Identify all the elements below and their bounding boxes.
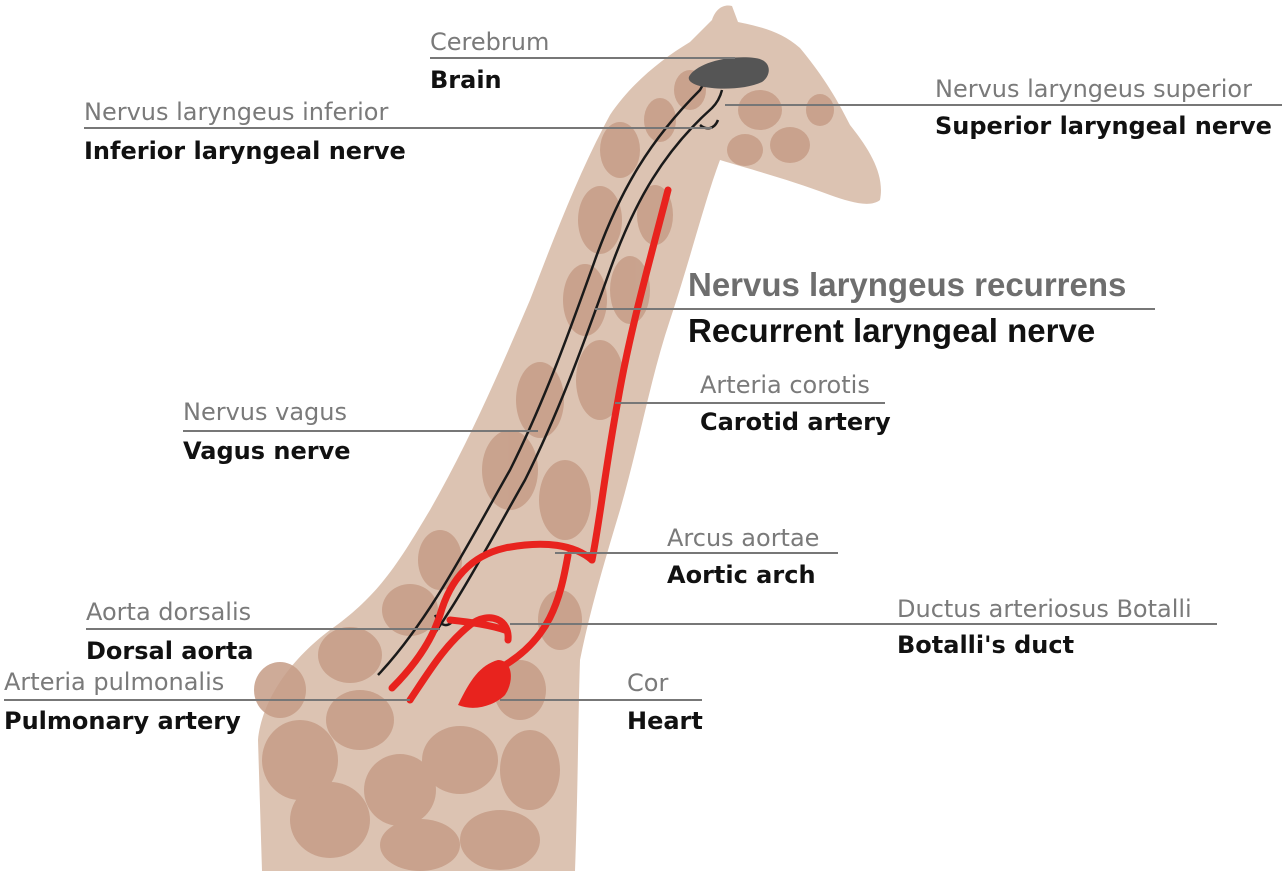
- label-superior-latin: Nervus laryngeus superior: [935, 75, 1252, 103]
- label-heart-latin: Cor: [627, 669, 669, 697]
- leader-lines: [4, 57, 1282, 701]
- label-recurrent-latin: Nervus laryngeus recurrens: [688, 266, 1127, 303]
- label-recurrent-english: Recurrent laryngeal nerve: [688, 312, 1096, 349]
- label-arch-english: Aortic arch: [667, 561, 816, 589]
- label-carotid-english: Carotid artery: [700, 408, 891, 436]
- label-vagus-latin: Nervus vagus: [183, 398, 347, 426]
- label-dorsal-latin: Aorta dorsalis: [86, 598, 252, 626]
- label-carotid-latin: Arteria corotis: [700, 371, 870, 399]
- heart-shape: [458, 660, 511, 708]
- label-ductus-english: Botalli's duct: [897, 631, 1075, 659]
- label-ductus-latin: Ductus arteriosus Botalli: [897, 595, 1192, 623]
- label-cerebrum-latin: Cerebrum: [430, 28, 550, 56]
- label-inferior-latin: Nervus laryngeus inferior: [84, 98, 389, 126]
- giraffe-silhouette: [258, 5, 881, 871]
- label-inferior-english: Inferior laryngeal nerve: [84, 137, 406, 165]
- label-pulmonary-english: Pulmonary artery: [4, 707, 241, 735]
- label-vagus-english: Vagus nerve: [183, 437, 351, 465]
- brain-shape: [688, 57, 769, 89]
- label-dorsal-english: Dorsal aorta: [86, 637, 254, 665]
- label-arch-latin: Arcus aortae: [667, 524, 820, 552]
- label-superior-english: Superior laryngeal nerve: [935, 112, 1272, 140]
- label-pulmonary-latin: Arteria pulmonalis: [4, 668, 225, 696]
- label-cerebrum-english: Brain: [430, 66, 502, 94]
- artery-paths: [388, 186, 672, 704]
- label-heart-english: Heart: [627, 707, 703, 735]
